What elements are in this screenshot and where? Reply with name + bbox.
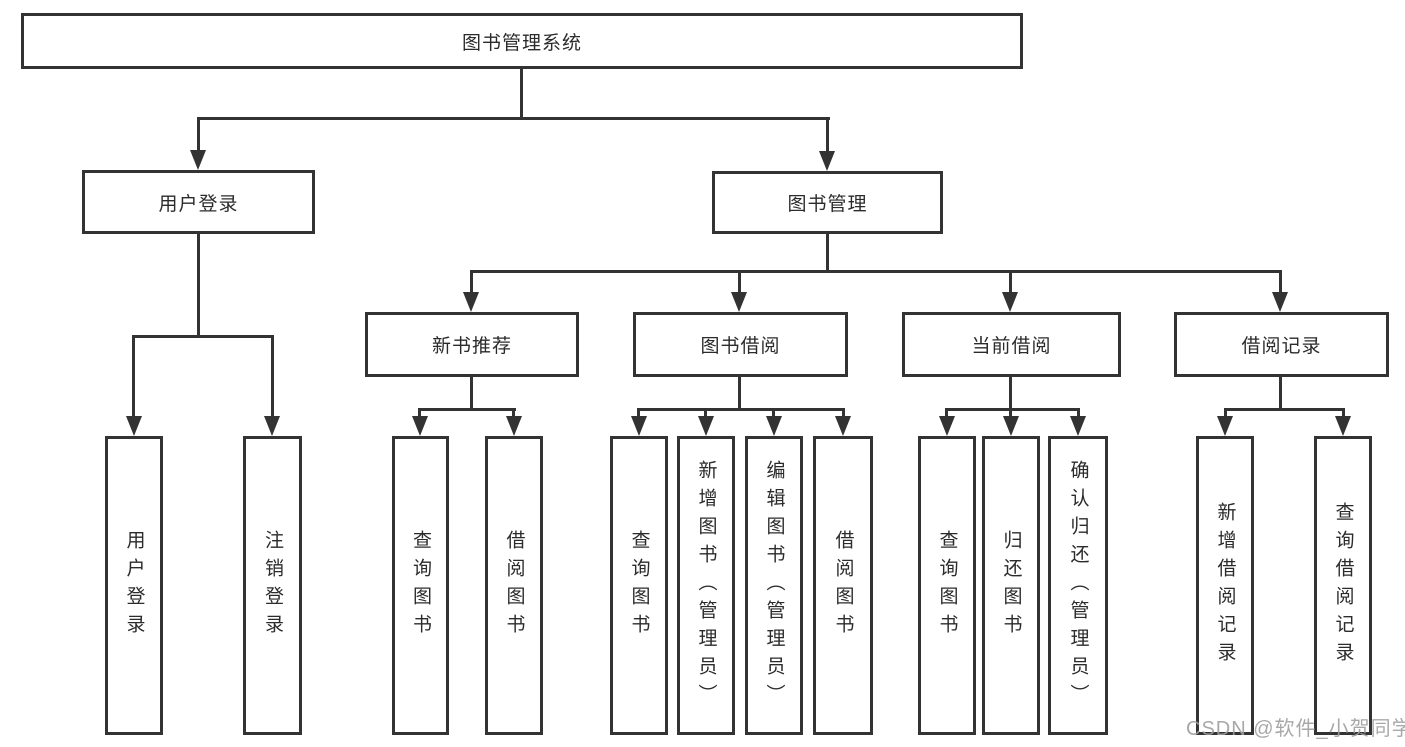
connector-drop-leaf	[1077, 408, 1080, 422]
arrowhead-icon	[126, 416, 142, 436]
connector-split	[637, 408, 845, 411]
connector-stem	[1279, 376, 1282, 411]
arrowhead-icon	[631, 416, 647, 436]
connector-drop-leaf	[1224, 408, 1227, 422]
connector-drop-user-login	[197, 117, 200, 155]
leaf-add-books-admin: 新增图书（管理员）	[677, 436, 735, 735]
arrowhead-icon	[698, 416, 714, 436]
node-book-management: 图书管理	[712, 171, 943, 234]
connector-drop-new-books	[470, 270, 473, 296]
arrowhead-new-books-icon	[463, 292, 479, 312]
leaf-label: 确认归还（管理员）	[1067, 459, 1089, 712]
connector-drop-leaf	[772, 408, 775, 422]
connector-stem	[1009, 376, 1012, 411]
arrowhead-current-borrow-icon	[1002, 292, 1018, 312]
arrowhead-icon	[1003, 416, 1019, 436]
connector-drop-borrow-records	[1279, 270, 1282, 296]
connector-level3-split	[470, 270, 1282, 273]
connector-drop-leaf	[704, 408, 707, 422]
node-label: 借阅记录	[1241, 336, 1322, 357]
connector-drop-leaf	[132, 335, 135, 420]
node-label: 图书管理	[787, 194, 868, 215]
connector-drop-current-borrow	[1009, 270, 1012, 296]
connector-drop-leaf	[418, 408, 421, 422]
leaf-query-books: 查询图书	[392, 436, 449, 735]
leaf-add-borrow-record: 新增借阅记录	[1196, 436, 1254, 735]
leaf-label: 用户登录	[123, 529, 145, 642]
connector-drop-leaf	[512, 408, 515, 422]
node-book-borrowing: 图书借阅	[633, 312, 848, 377]
node-label: 图书借阅	[700, 336, 781, 357]
leaf-label: 借阅图书	[832, 529, 854, 642]
leaf-return-books: 归还图书	[982, 436, 1040, 735]
leaf-label: 编辑图书（管理员）	[763, 459, 785, 712]
connector-stem	[738, 376, 741, 411]
connector-split	[1224, 408, 1345, 411]
arrowhead-icon	[412, 416, 428, 436]
leaf-label: 归还图书	[1000, 529, 1022, 642]
connector-split	[945, 408, 1080, 411]
leaf-query-books: 查询图书	[918, 436, 976, 735]
node-current-borrowing: 当前借阅	[902, 312, 1121, 377]
connector-split	[419, 408, 516, 411]
arrowhead-icon	[939, 416, 955, 436]
leaf-edit-books-admin: 编辑图书（管理员）	[745, 436, 803, 735]
connector-level1-split	[197, 117, 830, 120]
arrowhead-book-management-icon	[819, 151, 835, 171]
connector-drop-leaf	[1009, 408, 1012, 422]
connector-book-management-stem	[826, 233, 829, 273]
node-label: 用户登录	[158, 193, 239, 215]
arrowhead-icon	[1070, 416, 1086, 436]
node-library-management-system: 图书管理系统	[21, 13, 1023, 69]
connector-root-stem	[520, 68, 523, 119]
connector-user-login-split	[133, 335, 274, 338]
leaf-label: 查询借阅记录	[1332, 501, 1354, 670]
leaf-user-login: 用户登录	[105, 436, 163, 735]
node-borrowing-records: 借阅记录	[1174, 312, 1389, 377]
connector-drop-leaf	[1342, 408, 1345, 422]
connector-stem	[470, 376, 473, 411]
connector-user-login-stem	[197, 233, 200, 338]
leaf-logout: 注销登录	[243, 436, 302, 735]
arrowhead-user-login-icon	[190, 150, 206, 170]
leaf-borrow-books: 借阅图书	[813, 436, 873, 735]
node-user-login: 用户登录	[82, 170, 315, 234]
leaf-borrow-books: 借阅图书	[485, 436, 543, 735]
arrowhead-icon	[1217, 416, 1233, 436]
leaf-query-borrow-record: 查询借阅记录	[1314, 436, 1372, 735]
leaf-confirm-return-admin: 确认归还（管理员）	[1048, 436, 1108, 735]
arrowhead-icon	[506, 416, 522, 436]
node-label: 图书管理系统	[461, 32, 582, 54]
leaf-label: 查询图书	[936, 529, 958, 642]
connector-drop-book-management	[826, 117, 829, 155]
leaf-query-books: 查询图书	[610, 436, 668, 735]
leaf-label: 查询图书	[628, 529, 650, 642]
node-label: 当前借阅	[971, 336, 1052, 357]
leaf-label: 查询图书	[410, 529, 431, 642]
node-new-book-recommend: 新书推荐	[365, 312, 579, 377]
arrowhead-borrow-records-icon	[1272, 292, 1288, 312]
connector-drop-leaf	[842, 408, 845, 422]
leaf-label: 注销登录	[262, 529, 283, 642]
arrowhead-icon	[766, 416, 782, 436]
connector-drop-leaf	[637, 408, 640, 422]
leaf-label: 新增借阅记录	[1214, 501, 1236, 670]
connector-drop-leaf	[271, 335, 274, 420]
arrowhead-book-borrow-icon	[731, 292, 747, 312]
leaf-label: 新增图书（管理员）	[695, 459, 717, 712]
connector-drop-book-borrow	[738, 270, 741, 296]
watermark-text: CSDN @软件_小贺同学	[1186, 718, 1405, 740]
arrowhead-icon	[1335, 416, 1351, 436]
node-label: 新书推荐	[431, 336, 512, 357]
arrowhead-icon	[835, 416, 851, 436]
connector-drop-leaf	[945, 408, 948, 422]
leaf-label: 借阅图书	[503, 529, 525, 642]
arrowhead-icon	[264, 416, 280, 436]
